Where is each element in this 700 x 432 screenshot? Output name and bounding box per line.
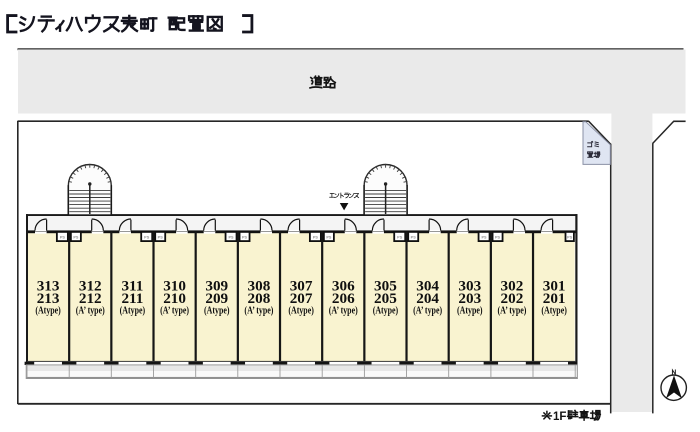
svg-text:304: 304 bbox=[416, 278, 439, 295]
svg-text:(A’ type): (A’ type) bbox=[413, 305, 442, 316]
svg-text:205: 205 bbox=[374, 290, 397, 307]
svg-text:207: 207 bbox=[290, 290, 313, 307]
svg-text:202: 202 bbox=[501, 290, 524, 307]
svg-text:1F: 1F bbox=[553, 411, 566, 423]
svg-text:206: 206 bbox=[332, 290, 355, 307]
svg-text:210: 210 bbox=[163, 290, 186, 307]
svg-text:303: 303 bbox=[458, 278, 481, 295]
svg-text:PS: PS bbox=[567, 236, 573, 240]
svg-text:301: 301 bbox=[543, 278, 566, 295]
svg-text:203: 203 bbox=[458, 290, 481, 307]
svg-text:313: 313 bbox=[37, 278, 60, 295]
svg-text:(A’ type): (A’ type) bbox=[244, 305, 273, 316]
svg-text:(Atype): (Atype) bbox=[35, 305, 61, 316]
svg-text:309: 309 bbox=[205, 278, 228, 295]
svg-text:312: 312 bbox=[79, 278, 102, 295]
svg-text:209: 209 bbox=[205, 290, 228, 307]
svg-text:(Atype): (Atype) bbox=[120, 305, 146, 316]
svg-text:311: 311 bbox=[121, 278, 143, 295]
svg-text:213: 213 bbox=[37, 290, 60, 307]
svg-text:PS: PS bbox=[313, 236, 319, 240]
svg-text:302: 302 bbox=[501, 278, 524, 295]
svg-text:PS: PS bbox=[495, 236, 501, 240]
svg-text:PS: PS bbox=[144, 236, 150, 240]
svg-text:PS: PS bbox=[242, 236, 248, 240]
svg-text:308: 308 bbox=[248, 278, 271, 295]
svg-text:(Atype): (Atype) bbox=[541, 305, 567, 316]
svg-text:208: 208 bbox=[248, 290, 271, 307]
svg-text:(A’ type): (A’ type) bbox=[497, 305, 526, 316]
svg-text:(A’ type): (A’ type) bbox=[329, 305, 358, 316]
svg-text:204: 204 bbox=[416, 290, 439, 307]
svg-text:211: 211 bbox=[121, 290, 143, 307]
svg-text:305: 305 bbox=[374, 278, 397, 295]
svg-text:PS: PS bbox=[60, 236, 66, 240]
svg-text:306: 306 bbox=[332, 278, 355, 295]
svg-text:PS: PS bbox=[158, 236, 164, 240]
svg-text:(A’ type): (A’ type) bbox=[76, 305, 105, 316]
svg-text:PS: PS bbox=[229, 236, 235, 240]
svg-text:212: 212 bbox=[79, 290, 102, 307]
svg-text:(Atype): (Atype) bbox=[457, 305, 483, 316]
svg-text:(Atype): (Atype) bbox=[288, 305, 314, 316]
svg-text:(Atype): (Atype) bbox=[204, 305, 230, 316]
svg-text:201: 201 bbox=[543, 290, 566, 307]
svg-text:307: 307 bbox=[290, 278, 313, 295]
svg-text:310: 310 bbox=[163, 278, 186, 295]
svg-text:PS: PS bbox=[482, 236, 488, 240]
svg-text:PS: PS bbox=[73, 236, 79, 240]
svg-text:PS: PS bbox=[397, 236, 403, 240]
svg-text:PS: PS bbox=[326, 236, 332, 240]
svg-text:(Atype): (Atype) bbox=[373, 305, 399, 316]
svg-text:PS: PS bbox=[411, 236, 417, 240]
svg-text:(A’ type): (A’ type) bbox=[160, 305, 189, 316]
